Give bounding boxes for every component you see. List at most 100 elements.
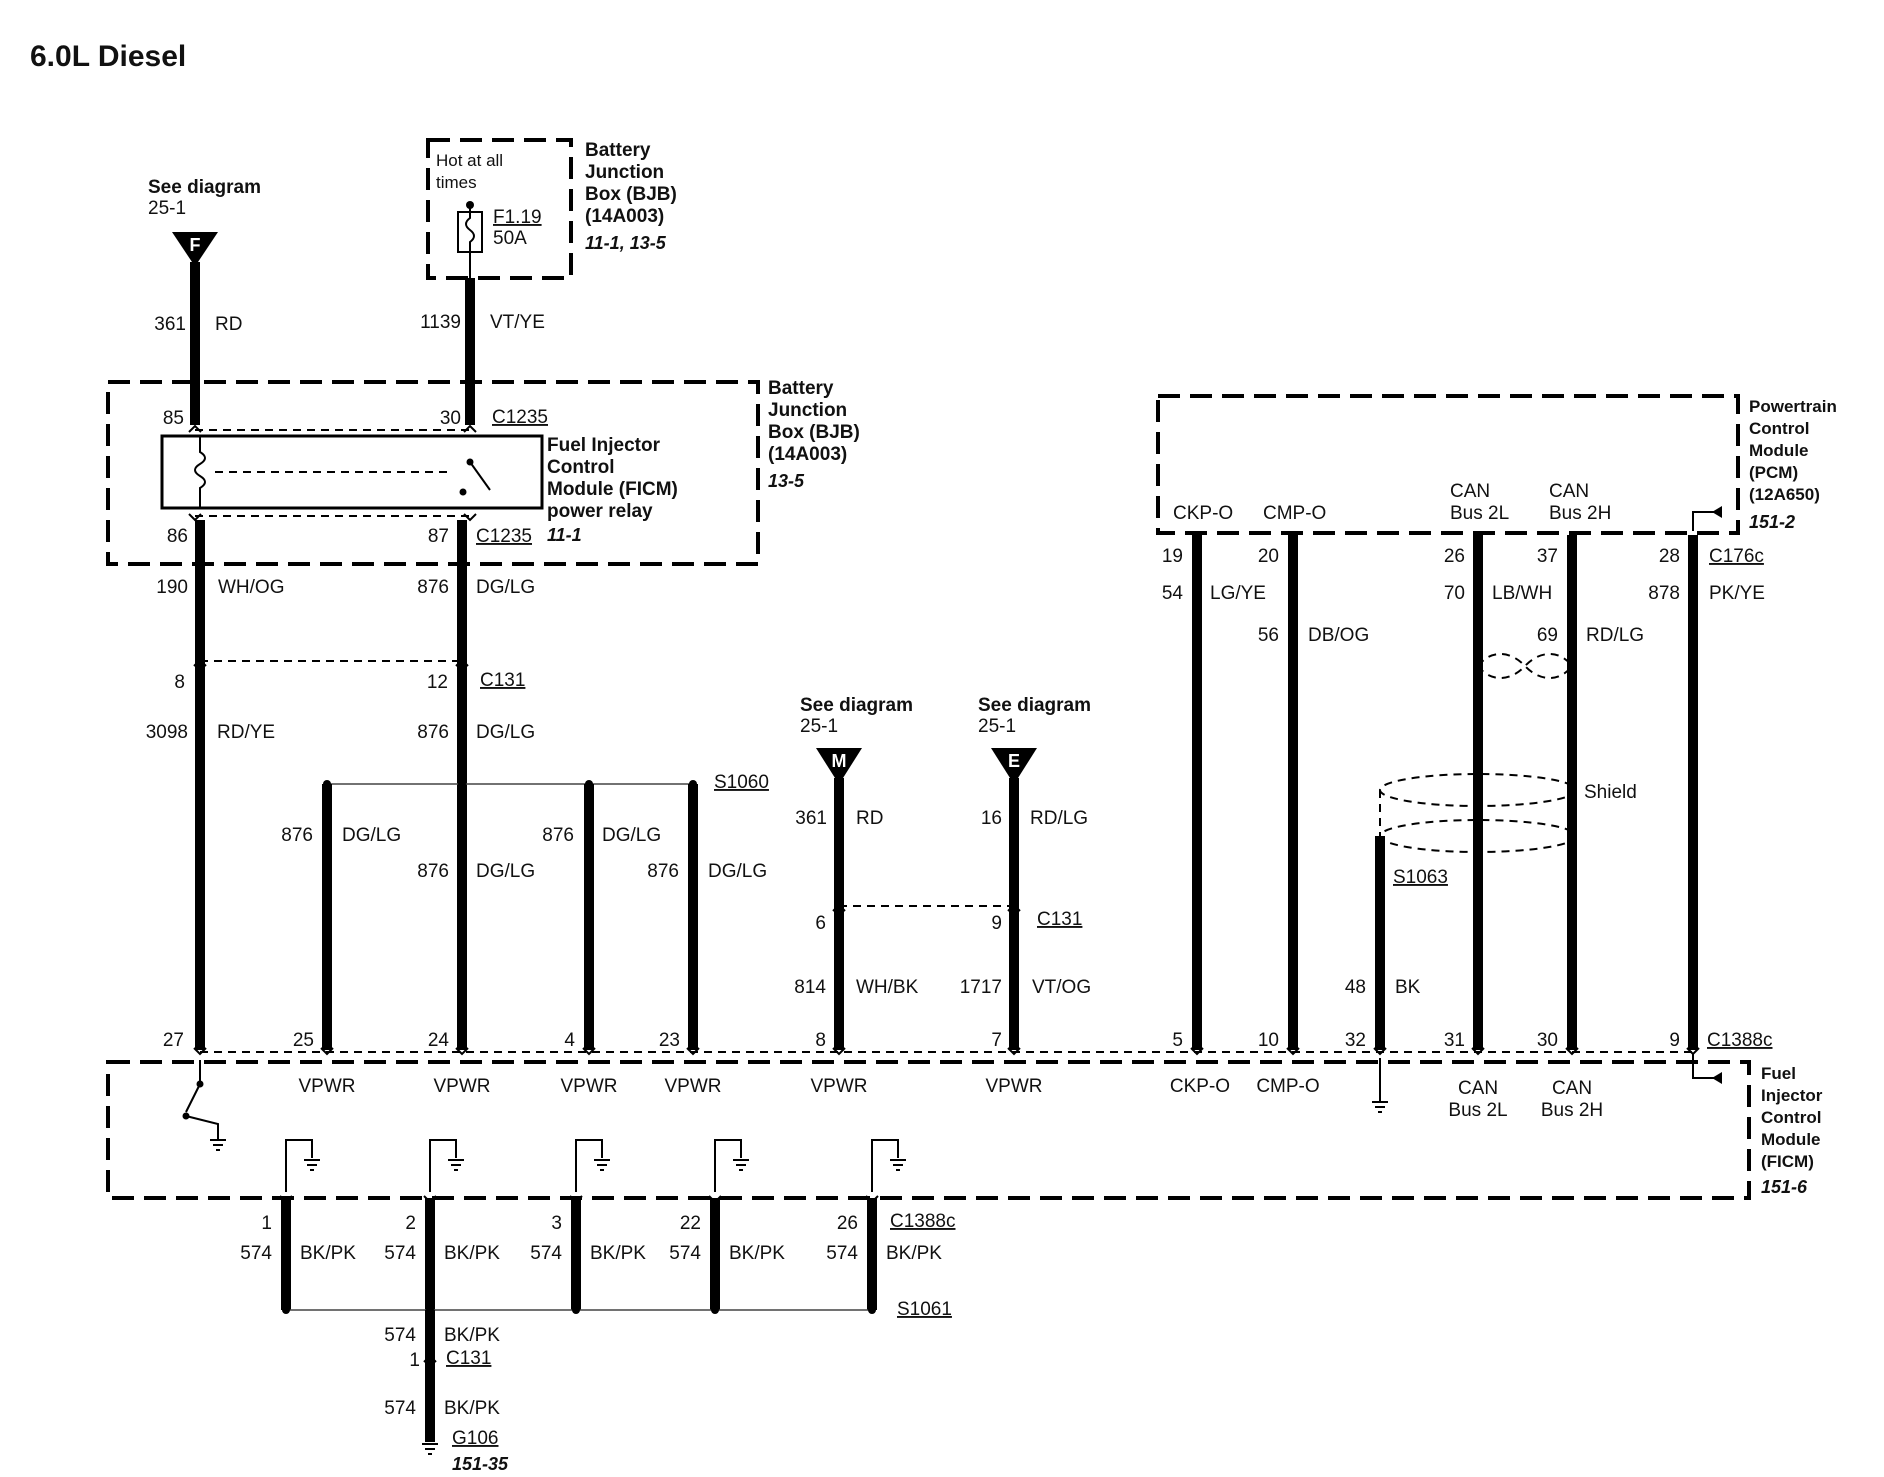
s1063-label: S1063 [1393, 867, 1448, 888]
wire-3098-num: 3098 [146, 722, 188, 743]
page-title: 6.0L Diesel [30, 40, 186, 73]
s1060-node-2 [458, 780, 466, 788]
branch-b-color: DG/LG [476, 861, 535, 882]
relay-ref: 11-1 [547, 525, 582, 545]
wire-361-m-color: RD [856, 808, 883, 829]
ref-f-num: 25-1 [148, 198, 186, 219]
bjb-box-outline [106, 380, 760, 566]
gw26-num: 574 [826, 1243, 858, 1264]
wire-16-color: RD/LG [1030, 808, 1088, 829]
relay-name3: Module (FICM) [547, 479, 678, 500]
c131b-pin6: 6 [815, 913, 826, 934]
c131-conn: C131 [480, 670, 525, 691]
fuse-box-name1: Battery [585, 140, 651, 161]
ficm-name4: Module [1761, 1130, 1821, 1149]
gw1-num: 574 [240, 1243, 272, 1264]
pcm-arrow-icon [1712, 506, 1722, 518]
ficm-ckp-label: CKP-O [1170, 1076, 1230, 1097]
ficm-pin-chevron-8 [1286, 1047, 1300, 1056]
ficm-ref: 151-6 [1761, 1177, 1808, 1197]
pin-85-chevron [188, 424, 202, 433]
wire-574-b-color: BK/PK [444, 1398, 500, 1419]
ficm-pin-25: 25 [293, 1030, 314, 1051]
fuse-box-outline [426, 138, 573, 280]
wire-70-color: LB/WH [1492, 583, 1552, 604]
wire-54-color: LG/YE [1210, 583, 1266, 604]
branch-a-num: 876 [281, 825, 313, 846]
pcm-name1: Powertrain [1749, 397, 1837, 416]
wire-69-color: RD/LG [1586, 625, 1644, 646]
ref-e-see: See diagram [978, 695, 1091, 716]
wire-878-num: 878 [1648, 583, 1680, 604]
wire-190-color: WH/OG [218, 577, 285, 598]
wire-56-color: DB/OG [1308, 625, 1369, 646]
ficm-pin-chevron-4 [686, 1047, 700, 1056]
ficm-name2: Injector [1761, 1086, 1823, 1105]
fuse-box-ref: 11-1, 13-5 [585, 233, 667, 253]
ficm-pin-chevron-5 [832, 1047, 846, 1056]
pcm-name2: Control [1749, 419, 1809, 438]
wire-814-color: WH/BK [856, 977, 919, 998]
ficm-internal-ground-icon-1 [423, 1139, 464, 1204]
c131b-conn: C131 [1037, 909, 1082, 930]
ref-f-triangle-icon [172, 232, 218, 262]
wire-574-a-color: BK/PK [444, 1325, 500, 1346]
relay-conn-bottom: C1235 [476, 526, 532, 547]
pcm-pin-19: 19 [1162, 546, 1183, 567]
gw22-color: BK/PK [729, 1243, 785, 1264]
wire-876-mid-num: 876 [417, 722, 449, 743]
relay-conn-top: C1235 [492, 407, 548, 428]
ficm-ground-brackets [279, 1139, 906, 1204]
relay-switch-icon [469, 461, 491, 491]
ground-pin-26: 26 [837, 1213, 858, 1234]
branch-c-num: 876 [542, 825, 574, 846]
pcm-name5: (12A650) [1749, 485, 1820, 504]
wire-70-num: 70 [1444, 583, 1465, 604]
ficm-pin-chevron-2 [455, 1047, 469, 1056]
c131-pin8-chevron [193, 658, 207, 667]
ficm-pin-chevron-3 [582, 1047, 596, 1056]
ficm-switch-ground-lead [185, 1115, 219, 1140]
branch-d-color: DG/LG [708, 861, 767, 882]
wire-1139-num: 1139 [420, 312, 461, 333]
branch-a-color: DG/LG [342, 825, 401, 846]
s1060-label: S1060 [714, 772, 769, 793]
ficm-pin-chevrons [193, 1047, 1700, 1056]
c131-pin12-chevron [455, 658, 469, 667]
ficm-pin-32: 32 [1345, 1030, 1366, 1051]
fuse-element-icon [465, 205, 475, 278]
c131b-pin9-chevron [1007, 903, 1021, 912]
ficm-pin-5: 5 [1172, 1030, 1183, 1051]
relay-coil-icon [194, 436, 206, 508]
pcm-can2l-label-b: Bus 2L [1450, 503, 1509, 524]
pcm-can2h-label-a: CAN [1549, 481, 1589, 502]
branch-b-num: 876 [417, 861, 449, 882]
pcm-cmp-label: CMP-O [1263, 503, 1326, 524]
wire-876-mid-color: DG/LG [476, 722, 535, 743]
ref-m-see: See diagram [800, 695, 913, 716]
s1061-node-3 [572, 1306, 580, 1314]
ficm-can2l-a: CAN [1458, 1078, 1498, 1099]
g106-label: G106 [452, 1428, 498, 1449]
c131b-pin6-chevron [832, 903, 846, 912]
relay-name4: power relay [547, 501, 653, 522]
gw2-color: BK/PK [444, 1243, 500, 1264]
ref-f-letter: F [190, 235, 201, 255]
wire-1717-num: 1717 [960, 977, 1002, 998]
pcm-can2l-label-a: CAN [1450, 481, 1490, 502]
wire-48-num: 48 [1345, 977, 1366, 998]
ficm-internal-ground-icon-4 [865, 1139, 906, 1204]
s1061-label: S1061 [897, 1299, 952, 1320]
pcm-pin-28: 28 [1659, 546, 1680, 567]
ground-pin-3: 3 [551, 1213, 562, 1234]
s1061-node-5 [868, 1306, 876, 1314]
gw3-num: 574 [530, 1243, 562, 1264]
wire-878-color: PK/YE [1709, 583, 1765, 604]
pcm-conn: C176c [1709, 546, 1764, 567]
ficm-can2l-b: Bus 2L [1448, 1100, 1507, 1121]
g106-ground-icon [422, 1443, 438, 1455]
ficm-pin-7: 7 [991, 1030, 1002, 1051]
ficm-outline [106, 1060, 1751, 1200]
